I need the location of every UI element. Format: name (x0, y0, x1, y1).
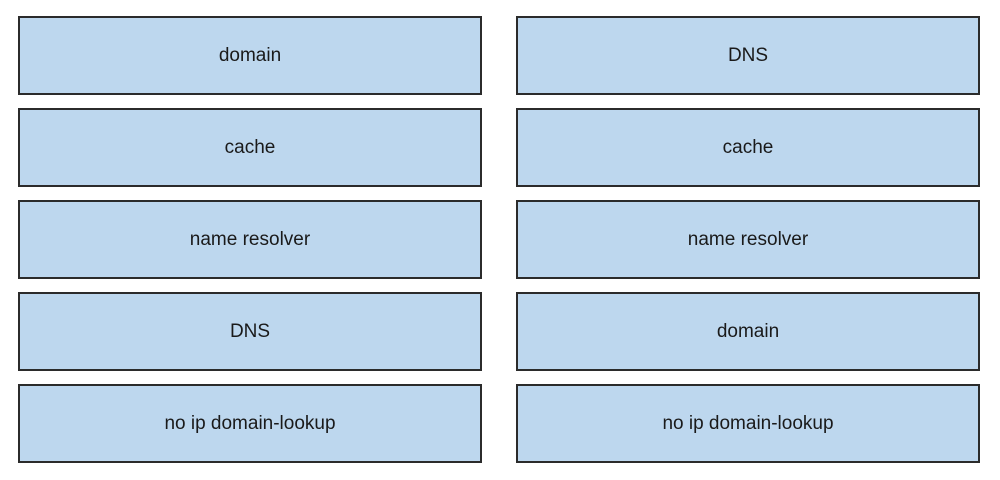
left-item-name-resolver[interactable]: name resolver (18, 200, 482, 279)
left-item-no-ip-domain-lookup[interactable]: no ip domain-lookup (18, 384, 482, 463)
right-item-dns[interactable]: DNS (516, 16, 980, 95)
left-item-domain[interactable]: domain (18, 16, 482, 95)
left-column: domain cache name resolver DNS no ip dom… (18, 16, 482, 463)
left-item-cache[interactable]: cache (18, 108, 482, 187)
right-item-name-resolver[interactable]: name resolver (516, 200, 980, 279)
right-column: DNS cache name resolver domain no ip dom… (516, 16, 980, 463)
right-item-no-ip-domain-lookup[interactable]: no ip domain-lookup (516, 384, 980, 463)
right-item-cache[interactable]: cache (516, 108, 980, 187)
left-item-dns[interactable]: DNS (18, 292, 482, 371)
right-item-domain[interactable]: domain (516, 292, 980, 371)
